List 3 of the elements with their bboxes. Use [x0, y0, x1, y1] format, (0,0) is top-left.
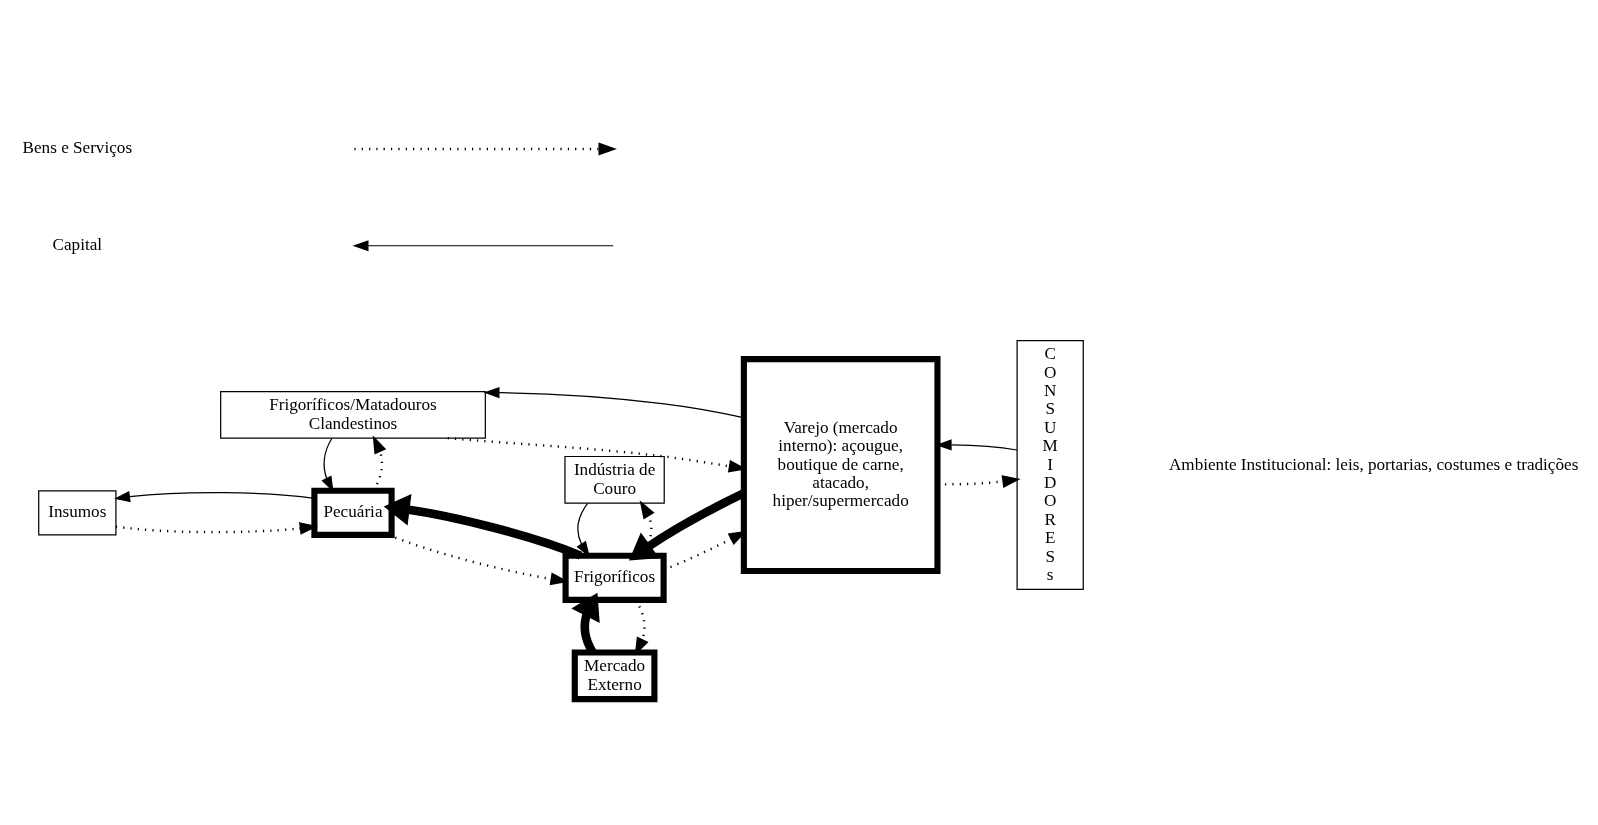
label: Ambiente Institucional: leis, portarias, costumes e tradições: [1168, 454, 1579, 474]
legend-label: Bens e Serviços: [22, 137, 133, 157]
legend-label: Capital: [52, 234, 103, 254]
